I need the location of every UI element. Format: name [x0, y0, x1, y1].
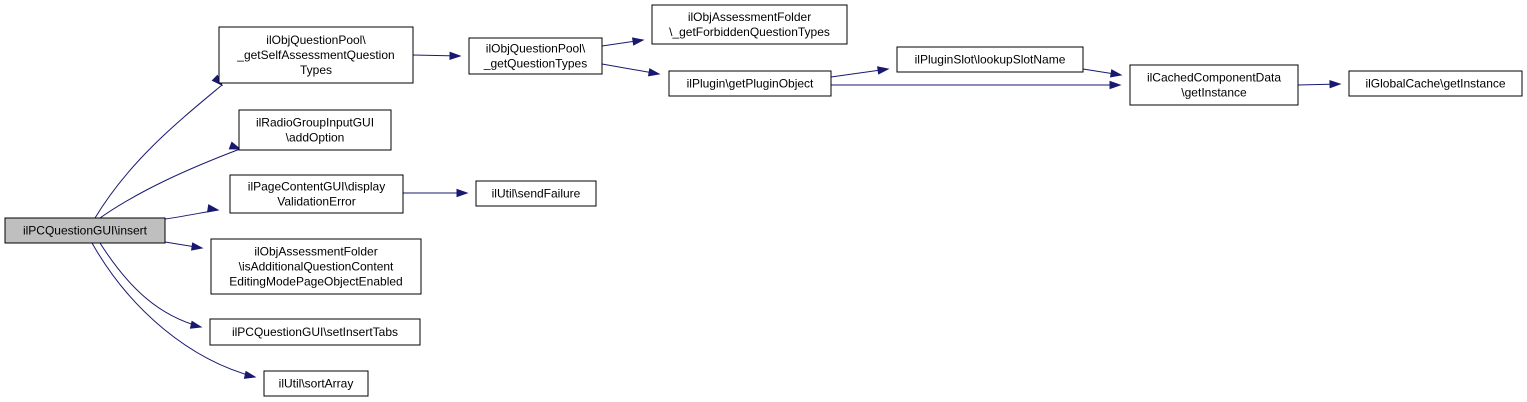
node-label-line: ilPluginSlot\lookupSlotName [915, 53, 1066, 67]
arrowhead-icon [243, 370, 257, 379]
arrowhead-icon [449, 51, 462, 60]
node-n8[interactable]: ilObjAssessmentFolder\_getForbiddenQuest… [651, 4, 848, 45]
node-label-line: ilUtil\sendFailure [492, 187, 581, 201]
node-label-line: \getInstance [1181, 86, 1247, 100]
node-label-line: Types [300, 63, 332, 77]
node-label-line: \_getForbiddenQuestionTypes [669, 25, 830, 39]
edge-n10-to-n11 [1082, 68, 1123, 78]
edge-n9-to-n11 [831, 80, 1122, 90]
node-box [263, 370, 369, 397]
node-label-line: ilObjAssessmentFolder [688, 10, 811, 24]
node-n12[interactable]: ilGlobalCache\getInstance [1348, 70, 1523, 97]
arrowhead-icon [228, 141, 242, 150]
node-box [229, 174, 404, 214]
node-box [1348, 70, 1523, 97]
edge-n9-to-n10 [830, 66, 890, 78]
arrowhead-icon [206, 204, 220, 213]
arrowhead-icon [189, 320, 203, 329]
node-n4[interactable]: ilObjAssessmentFolder\isAdditionalQuesti… [210, 238, 422, 295]
node-label-line: \isAdditionalQuestionContent [239, 260, 394, 274]
edge-n0-to-n2 [99, 141, 242, 219]
node-box [475, 180, 597, 207]
node-label-line: ilGlobalCache\getInstance [1365, 77, 1505, 91]
edge-n11-to-n12 [1297, 80, 1342, 89]
node-box [218, 26, 414, 84]
edge-n7-to-n9 [601, 63, 661, 77]
node-label-line: ilObjQuestionPool\ [266, 33, 366, 47]
node-label-line: _getSelfAssessmentQuestion [236, 48, 394, 62]
node-box [238, 109, 392, 151]
node-n6[interactable]: ilUtil\sortArray [263, 370, 369, 397]
arrowhead-icon [647, 68, 661, 77]
node-box [210, 238, 422, 295]
node-box [1129, 64, 1299, 106]
arrowhead-icon [456, 188, 469, 198]
node-label-line: ilObjAssessmentFolder [254, 245, 377, 259]
node-n1[interactable]: ilObjQuestionPool\_getSelfAssessmentQues… [218, 26, 414, 84]
node-n9[interactable]: ilPlugin\getPluginObject [668, 70, 832, 97]
arrowhead-icon [1109, 80, 1122, 90]
node-label-line: _getQuestionTypes [483, 57, 587, 71]
node-n7[interactable]: ilObjQuestionPool\_getQuestionTypes [468, 37, 603, 75]
edge-n0-to-n4 [164, 241, 204, 251]
edge-n0-to-n1 [94, 74, 224, 219]
node-label-line: ilUtil\sortArray [279, 377, 354, 391]
node-label-line: EditingModePageObjectEnabled [229, 275, 402, 289]
node-label-line: ilRadioGroupInputGUI [256, 116, 374, 130]
arrowhead-icon [631, 37, 645, 46]
node-box [209, 318, 421, 346]
edge-line [99, 148, 241, 219]
node-n13[interactable]: ilUtil\sendFailure [475, 180, 597, 207]
edges-layer [91, 37, 1342, 379]
nodes-layer: ilPCQuestionGUI\insert ilObjQuestionPool\… [4, 4, 1523, 397]
edge-n0-to-n5 [99, 242, 203, 329]
edge-n3-to-n13 [403, 188, 469, 198]
node-label-line: ilCachedComponentData [1147, 71, 1281, 85]
node-box [668, 70, 832, 97]
edge-n7-to-n8 [601, 37, 645, 47]
node-n2[interactable]: ilRadioGroupInputGUI\addOption [238, 109, 392, 151]
node-label-line: ilPCQuestionGUI\insert [23, 224, 148, 238]
arrowhead-icon [1109, 69, 1123, 78]
arrowhead-icon [190, 242, 204, 251]
node-box [4, 217, 166, 244]
node-root-n0[interactable]: ilPCQuestionGUI\insert [4, 217, 166, 244]
node-label-line: ilPlugin\getPluginObject [687, 77, 814, 91]
node-n10[interactable]: ilPluginSlot\lookupSlotName [896, 46, 1084, 73]
edge-line [94, 84, 223, 219]
edge-n0-to-n6 [91, 242, 257, 379]
edge-n0-to-n3 [164, 204, 220, 220]
edge-line [99, 242, 202, 328]
edge-n1-to-n7 [412, 51, 462, 60]
arrowhead-icon [877, 66, 890, 75]
node-label-line: \addOption [286, 131, 345, 145]
node-label-line: ValidationError [277, 195, 355, 209]
edge-line [91, 242, 256, 378]
node-box [651, 4, 848, 45]
node-n11[interactable]: ilCachedComponentData\getInstance [1129, 64, 1299, 106]
arrowhead-icon [1329, 80, 1342, 89]
node-label-line: ilObjQuestionPool\ [486, 42, 586, 56]
node-box [468, 37, 603, 75]
node-box [896, 46, 1084, 73]
node-n5[interactable]: ilPCQuestionGUI\setInsertTabs [209, 318, 421, 346]
node-label-line: ilPCQuestionGUI\setInsertTabs [232, 325, 398, 339]
node-label-line: ilPageContentGUI\display [248, 180, 385, 194]
